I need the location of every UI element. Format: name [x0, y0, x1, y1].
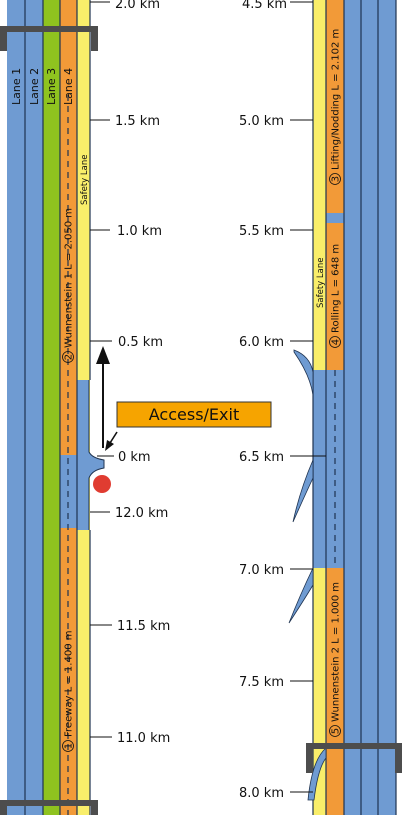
left-track: Lane 1 Lane 2 Lane 3 Lane 4 Safety Lane … — [0, 0, 111, 815]
km-right-8-0: 8.0 km — [239, 786, 284, 801]
access-exit-label: Access/Exit — [149, 405, 239, 424]
right-ramp-lower — [288, 567, 314, 624]
left-lane-3 — [43, 0, 60, 815]
safety-lane-label-left: Safety Lane — [80, 155, 90, 205]
left-lane-1 — [7, 0, 25, 815]
segment-5-number: 5 — [331, 728, 342, 734]
right-lane-blue-b — [361, 0, 378, 815]
right-lane-blue-c — [378, 0, 396, 815]
right-bottom-gate — [306, 743, 402, 749]
segment-4-text: Rolling L = 648 m — [331, 244, 342, 333]
right-lane-orange-rolling — [326, 223, 344, 370]
segment-4-label: 4 Rolling L = 648 m — [329, 244, 342, 348]
lane-label-1: Lane 1 — [10, 68, 23, 105]
segment-2-text: Wunnenstein 1 L = 2.050 m — [64, 208, 75, 348]
left-top-gate-post — [91, 26, 98, 51]
right-km-markers: 4.5 km 5.0 km 5.5 km 6.0 km 6.5 km 7.0 k… — [239, 0, 326, 801]
km-right-7-0: 7.0 km — [239, 563, 284, 578]
km-right-6-0: 6.0 km — [239, 335, 284, 350]
right-ramp-bottom — [307, 747, 327, 801]
segment-2-number: 2 — [64, 354, 75, 360]
segment-3-number: 3 — [331, 176, 342, 182]
left-km-markers: 2.0 km 1.5 km 1.0 km 0.5 km 0 km 12.0 km… — [90, 0, 170, 746]
segment-3-label: 3 Lifting/Nodding L = 2.102 m — [329, 29, 342, 185]
km-left-0-5: 0.5 km — [118, 335, 163, 350]
km-right-5-0: 5.0 km — [239, 114, 284, 129]
segment-5-label: 5 Wunnenstein 2 L = 1.000 m — [329, 582, 342, 737]
km-right-5-5: 5.5 km — [239, 224, 284, 239]
km-left-0: 0 km — [118, 450, 151, 465]
lane-label-4: Lane 4 — [62, 68, 75, 105]
right-bottom-gate-post — [306, 743, 313, 773]
segment-1-label: 1 Freeway L = 1.400 m — [62, 631, 75, 752]
segment-1-number: 1 — [64, 743, 75, 749]
segment-1-text: Freeway L = 1.400 m — [64, 631, 75, 737]
exit-arrow — [109, 431, 118, 444]
lane-label-2: Lane 2 — [28, 68, 41, 105]
access-exit-box — [116, 401, 272, 428]
right-ramp-middle — [292, 459, 314, 523]
km-left-1-0: 1.0 km — [117, 224, 162, 239]
right-track: Safety Lane 3 Lifting/Nodding L = 2.102 … — [288, 0, 402, 815]
km-left-11-5: 11.5 km — [117, 619, 170, 634]
exit-arrow-head — [105, 440, 114, 451]
left-top-gate-post — [0, 26, 7, 51]
left-top-gate — [0, 26, 98, 32]
right-safety-lane-blue — [313, 370, 326, 568]
segment-3-text: Lifting/Nodding L = 2.102 m — [331, 29, 342, 170]
red-marker — [93, 475, 111, 493]
segment-2-label: 2 Wunnenstein 1 L = 2.050 m — [62, 208, 75, 363]
km-left-2-0: 2.0 km — [115, 0, 160, 12]
left-safety-lane-gap — [77, 380, 89, 530]
access-arrow-up-head — [96, 346, 110, 364]
access-exit: Access/Exit — [96, 346, 272, 451]
left-bottom-gate-post — [91, 800, 98, 815]
right-lane-blue-gap — [326, 213, 344, 223]
km-right-4-5: 4.5 km — [242, 0, 287, 12]
km-left-1-5: 1.5 km — [115, 114, 160, 129]
left-bottom-gate — [0, 800, 98, 806]
left-bottom-gate-post — [0, 800, 7, 815]
right-lane-orange-upper — [326, 0, 344, 213]
km-left-11-0: 11.0 km — [117, 731, 170, 746]
km-left-12-0: 12.0 km — [115, 506, 168, 521]
right-bottom-gate-post — [395, 743, 402, 773]
right-lane-orange-lower — [326, 568, 344, 815]
segment-5-text: Wunnenstein 2 L = 1.000 m — [331, 582, 342, 722]
lane-label-3: Lane 3 — [45, 68, 58, 105]
right-lane-blue-a — [344, 0, 361, 815]
access-exit-ramp — [88, 380, 105, 530]
segment-4-number: 4 — [331, 339, 342, 345]
km-right-7-5: 7.5 km — [239, 675, 284, 690]
safety-lane-label-right: Safety Lane — [316, 258, 326, 308]
left-lane-2 — [25, 0, 43, 815]
right-ramp-upper — [293, 349, 314, 396]
km-right-6-5: 6.5 km — [239, 450, 284, 465]
